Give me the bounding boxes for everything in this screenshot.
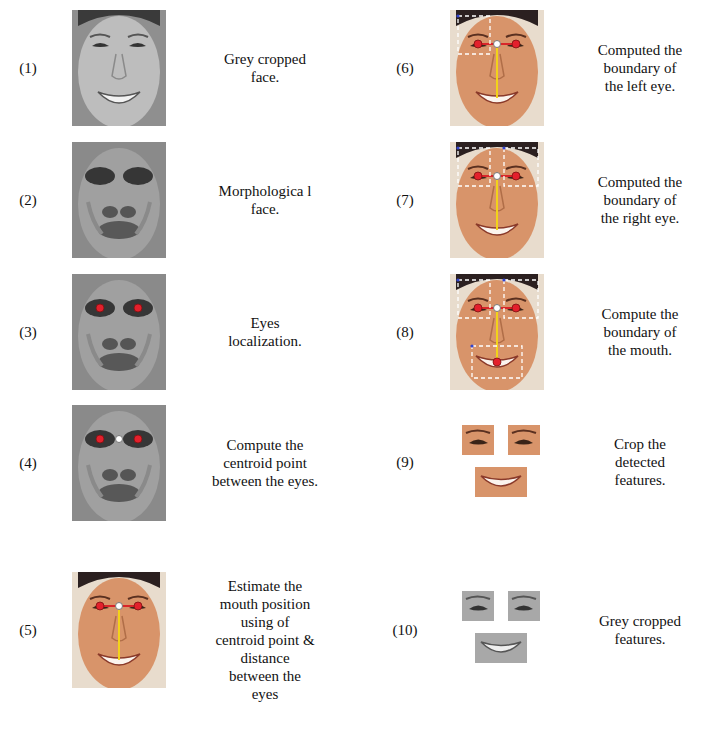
- mouth-crop: [475, 633, 527, 663]
- step-number: (6): [381, 59, 429, 77]
- corner-point: [456, 278, 459, 281]
- eye-boundary: [458, 280, 490, 318]
- colour-face: [450, 142, 544, 260]
- eye-points: [96, 304, 142, 312]
- step-caption: Estimate the mouth position using of cen…: [215, 577, 315, 703]
- eye-crop: [462, 591, 494, 621]
- mouth: [481, 476, 521, 486]
- mouth-boundary: [472, 346, 522, 378]
- brow: [512, 597, 536, 600]
- mouth-offset-line: [496, 308, 498, 362]
- morph-face: [72, 142, 166, 260]
- mouth-offset-line: [496, 176, 498, 230]
- centroid-point: [494, 41, 501, 48]
- brow: [512, 431, 536, 434]
- step-caption: Compute the boundary of the mouth.: [594, 305, 686, 359]
- corner-point: [456, 14, 459, 17]
- mouth: [481, 642, 521, 652]
- geometry-overlay: [96, 602, 142, 660]
- step-number: (3): [6, 323, 50, 341]
- corner-point: [502, 278, 505, 281]
- eye-crop: [508, 591, 540, 621]
- step-number: (2): [6, 191, 50, 209]
- morph-face: [72, 405, 166, 523]
- corner-point: [470, 344, 473, 347]
- step-number: (10): [381, 621, 429, 639]
- step-number: (4): [6, 454, 50, 472]
- brow: [466, 431, 490, 434]
- eye-point: [512, 172, 520, 180]
- eye-boundary: [458, 16, 490, 54]
- step-number: (7): [381, 191, 429, 209]
- mouth-offset-line: [118, 606, 120, 660]
- eye-boundary: [504, 280, 538, 318]
- step-number: (1): [6, 59, 50, 77]
- eye-crop: [508, 425, 540, 455]
- colour-face: [450, 10, 544, 128]
- eye-crop: [462, 425, 494, 455]
- eye-points: [96, 435, 142, 443]
- step-caption: Eyes localization.: [215, 314, 315, 350]
- eye-point: [134, 602, 142, 610]
- eye-point: [134, 435, 142, 443]
- mouth-offset-line: [496, 44, 498, 98]
- eye-point: [474, 304, 482, 312]
- eye-point: [474, 40, 482, 48]
- eye: [514, 606, 533, 611]
- mouth-crop: [475, 467, 527, 497]
- step-number: (8): [381, 323, 429, 341]
- eye-point: [512, 304, 520, 312]
- step-caption: Grey cropped face.: [210, 50, 320, 86]
- step-number: (5): [6, 621, 50, 639]
- step-caption: Compute the centroid point between the e…: [210, 436, 320, 490]
- colour-face: [450, 274, 544, 392]
- grey-face: [72, 10, 166, 128]
- corner-point: [502, 146, 505, 149]
- step-caption: Morphologica l face.: [215, 182, 315, 218]
- eye-point: [96, 602, 104, 610]
- geometry-overlay: [456, 14, 520, 98]
- centroid-point: [116, 603, 123, 610]
- eye-point: [96, 304, 104, 312]
- step-number: (9): [381, 453, 429, 471]
- eye-boundary: [504, 148, 538, 186]
- grey-crops: [462, 591, 540, 663]
- eye: [514, 440, 533, 445]
- geometry-overlay: [456, 278, 538, 378]
- morph-face: [72, 274, 166, 392]
- brow: [466, 597, 490, 600]
- eye-point: [134, 304, 142, 312]
- step-caption: Computed the boundary of the left eye.: [594, 41, 686, 95]
- centroid-point: [494, 173, 501, 180]
- colour-crops: [462, 425, 540, 497]
- centroid-point: [116, 436, 123, 443]
- colour-face: [72, 572, 166, 690]
- step-caption: Grey cropped features.: [594, 612, 686, 648]
- mouth-point: [493, 358, 501, 366]
- step-caption: Computed the boundary of the right eye.: [594, 173, 686, 227]
- eye: [469, 440, 488, 445]
- geometry-overlay: [456, 146, 538, 230]
- centroid-point: [494, 305, 501, 312]
- eye: [469, 606, 488, 611]
- eye-point: [96, 435, 104, 443]
- eye-boundary: [458, 148, 490, 186]
- eye-point: [512, 40, 520, 48]
- corner-point: [456, 146, 459, 149]
- eye-point: [474, 172, 482, 180]
- step-caption: Crop the detected features.: [594, 435, 686, 489]
